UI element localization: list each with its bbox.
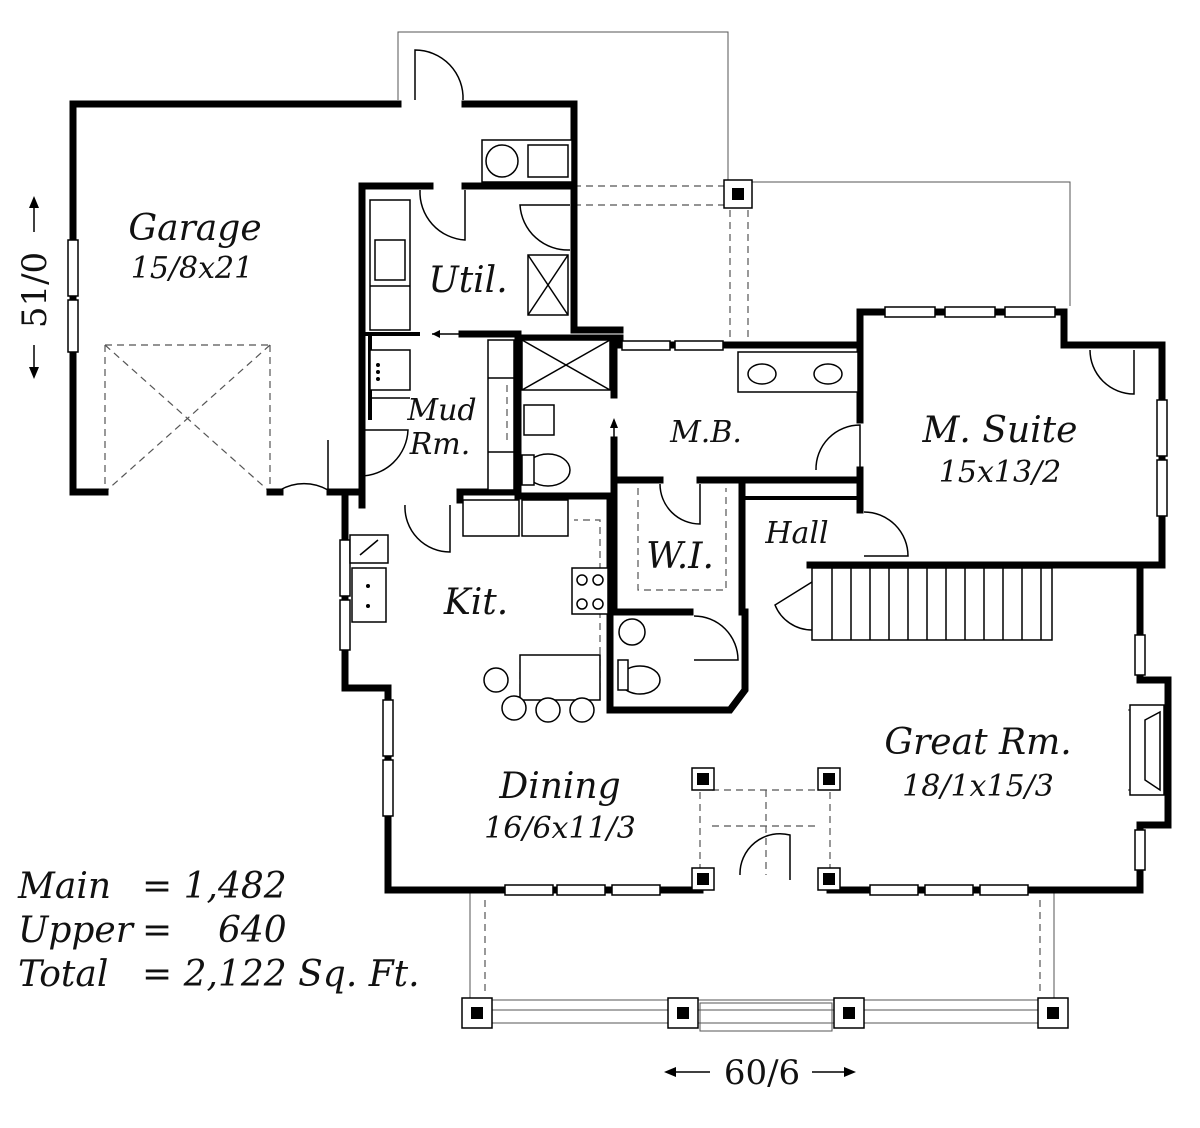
posts: [461, 179, 1069, 1029]
total-area-value: = 2,122 Sq. Ft.: [142, 954, 420, 995]
upper-area-label: Upper: [18, 910, 135, 951]
walls: [69, 100, 1172, 894]
width-dimension: 60/6: [724, 1053, 800, 1093]
post: [667, 997, 699, 1029]
depth-dimension: 51/0: [15, 252, 55, 328]
total-area-label: Total: [18, 954, 108, 995]
post: [833, 997, 865, 1029]
suite-size: 15x13/2: [939, 455, 1061, 490]
post: [723, 179, 753, 209]
post: [461, 997, 493, 1029]
upper-area-value: = 640: [142, 910, 287, 951]
roof-outline: [397, 31, 1071, 1032]
mud-label-2: Rm.: [409, 427, 471, 462]
post: [691, 867, 715, 891]
hall-label: Hall: [764, 516, 828, 551]
util-label: Util.: [428, 260, 507, 301]
main-area-label: Main: [17, 866, 111, 907]
room-labels: Garage 15/8x21 Util. Mud Rm. M.B. M. Sui…: [128, 208, 1077, 846]
post: [1037, 997, 1069, 1029]
post: [691, 767, 715, 791]
great-size: 18/1x15/3: [902, 769, 1054, 804]
doors: [279, 49, 1135, 880]
kit-label: Kit.: [443, 582, 508, 623]
post: [817, 867, 841, 891]
windows: [67, 239, 1168, 896]
dining-size: 16/6x11/3: [484, 811, 636, 846]
suite-label: M. Suite: [922, 410, 1078, 451]
main-area-value: = 1,482: [142, 866, 287, 907]
great-label: Great Rm.: [884, 722, 1071, 763]
area-summary: Main = 1,482 Upper = 640 Total = 2,122 S…: [17, 866, 420, 995]
garage-size: 15/8x21: [131, 251, 253, 286]
dimension-depth: 51/0: [15, 196, 55, 379]
stairs: [811, 567, 1053, 641]
post: [817, 767, 841, 791]
fixtures: [349, 139, 1165, 796]
wi-label: W.I.: [646, 536, 714, 577]
dimension-width: 60/6: [664, 1053, 856, 1093]
arrows: [432, 330, 618, 440]
mud-label-1: Mud: [406, 393, 476, 428]
dining-label: Dining: [498, 766, 620, 807]
garage-label: Garage: [128, 208, 261, 249]
mb-label: M.B.: [669, 415, 742, 450]
